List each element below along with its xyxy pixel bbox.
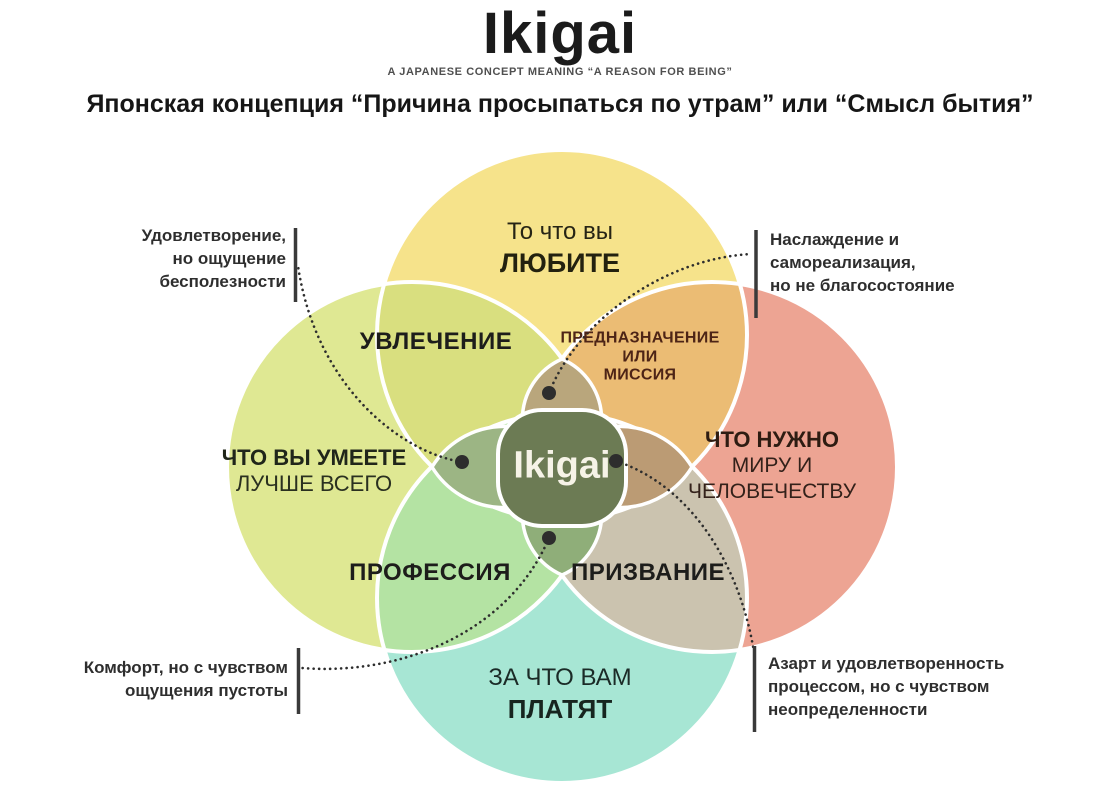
connector-line-top-left (296, 264, 464, 464)
connector-line-top-right (547, 252, 754, 395)
label-mission: ПРЕДНАЗНАЧЕНИЕ ИЛИ МИССИЯ (560, 329, 720, 384)
center-region (496, 408, 628, 528)
label-circle-love: То что вы ЛЮБИТЕ (499, 218, 621, 278)
label-ikigai-center: Ikigai (513, 444, 611, 487)
callout-top-left: Удовлетворение, но ощущение бесполезност… (141, 226, 286, 291)
connector-dot-south (542, 531, 556, 545)
label-circle-paid-for: ЗА ЧТО ВАМ ПЛАТЯТ (488, 664, 632, 724)
connector-line-bottom-right (614, 459, 756, 654)
subtitle-ru: Японская концепция “Причина просыпаться … (86, 89, 1034, 118)
callout-bottom-left: Комфорт, но с чувством ощущения пустоты (83, 658, 288, 700)
label-passion: УВЛЕЧЕНИЕ (359, 328, 513, 355)
subtitle-en: A JAPANESE CONCEPT MEANING “A REASON FOR… (387, 65, 733, 78)
callout-top-right: Наслаждение и самореализация, но не благ… (770, 230, 955, 295)
label-circle-good-at: ЧТО ВЫ УМЕЕТЕ ЛУЧШЕ ВСЕГО (221, 445, 407, 496)
page-title: Ikigai (482, 1, 638, 66)
connector-line-bottom-left (300, 536, 551, 671)
label-circle-world-needs: ЧТО НУЖНО МИРУ И ЧЕЛОВЕЧЕСТВУ (687, 427, 857, 503)
callout-bottom-right: Азарт и удовлетворенность процессом, но … (768, 654, 1005, 719)
connector-dot-north (542, 386, 556, 400)
label-vocation: ПРИЗВАНИЕ (570, 559, 726, 586)
connector-dot-west (455, 455, 469, 469)
connector-dot-east (609, 454, 623, 468)
header: Ikigai A JAPANESE CONCEPT MEANING “A REA… (0, 0, 1120, 119)
label-profession: ПРОФЕССИЯ (349, 559, 511, 586)
